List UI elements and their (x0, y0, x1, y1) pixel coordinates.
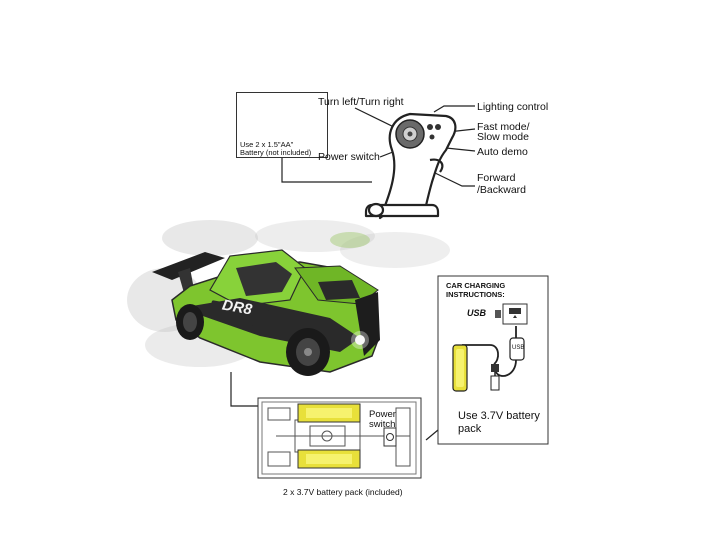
battery-note-line2: Battery (not included) (240, 148, 312, 157)
underside-power-label-1: Power (369, 409, 396, 420)
charging-note-1: Use 3.7V battery (458, 410, 540, 422)
steering-wheel-icon (395, 119, 441, 149)
power-switch-icon (383, 427, 397, 447)
battery-note-line1: Use 2 x 1.5"AA" (240, 140, 294, 149)
callout-fast-mode: Fast mode/ (477, 121, 530, 133)
callout-power-switch: Power switch (318, 151, 380, 163)
charging-title-2: INSTRUCTIONS: (446, 290, 505, 299)
usb-label: USB (467, 308, 487, 318)
usb-plug-icon (509, 337, 525, 361)
callout-backward: /Backward (477, 184, 527, 196)
battery-pack-top (297, 403, 361, 423)
trigger (429, 158, 444, 173)
battery-connector-icon (490, 364, 500, 391)
callout-turn: Turn left/Turn right (318, 96, 404, 108)
callout-auto-demo: Auto demo (477, 146, 528, 158)
callout-lighting: Lighting control (477, 101, 549, 113)
car-badge: DR8 (220, 296, 254, 319)
battery-pack-bottom (297, 449, 361, 469)
rc-car (152, 249, 380, 376)
battery-caption: 2 x 3.7V battery pack (included) (283, 487, 403, 497)
callout-forward: Forward (477, 172, 516, 184)
callout-slow-mode: Slow mode (477, 131, 529, 143)
usb-cable (462, 326, 517, 377)
aa-battery-box (236, 92, 328, 158)
charging-note-2: pack (458, 423, 482, 435)
usb-port-icon (495, 303, 528, 325)
charging-title-1: CAR CHARGING (446, 281, 506, 290)
cable-usb-label: USB (512, 345, 525, 351)
connector-lines (230, 105, 476, 441)
underside-power-label-2: switch (369, 419, 396, 430)
battery-pack-icon (452, 344, 468, 392)
